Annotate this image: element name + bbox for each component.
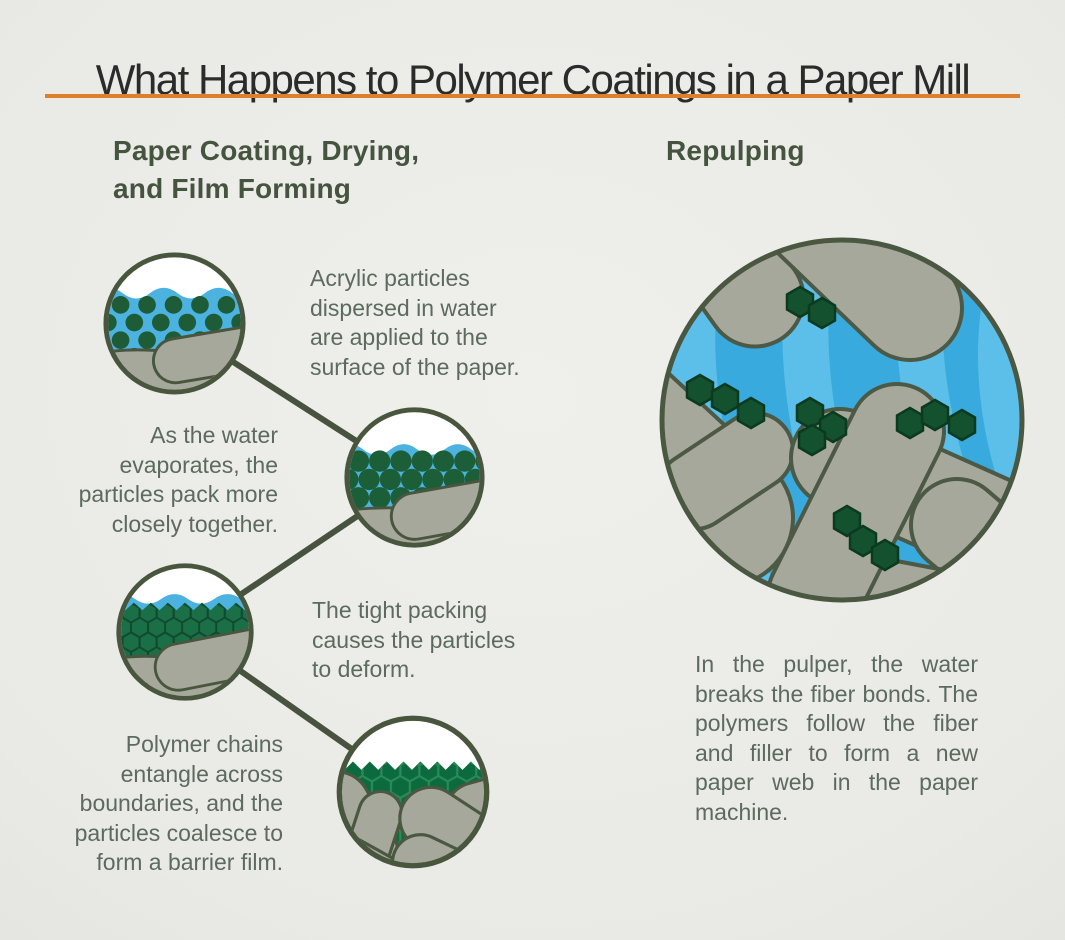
section-heading-coating-drying: Paper Coating, Drying, and Film Forming <box>113 135 420 204</box>
repulping-caption: In the pulper, the water breaks the fibe… <box>695 651 978 825</box>
repulping-pulper-diagram <box>659 237 1025 603</box>
stage-4-barrier-film-diagram <box>336 715 490 869</box>
stage-3-caption: The tight packing causes the particles t… <box>312 597 516 682</box>
stage-1-caption: Acrylic particles dispersed in water are… <box>310 265 520 380</box>
orange-divider-rule <box>45 94 1020 98</box>
stage-2-caption: As the water evaporates, the particles p… <box>78 422 278 537</box>
stage-4-caption: Polymer chains entangle across boundarie… <box>74 731 283 875</box>
stage-3-deformation-diagram <box>116 563 254 701</box>
section-heading-repulping: Repulping <box>666 135 805 166</box>
stage-1-dispersion-diagram <box>103 252 246 395</box>
stage-2-packing-diagram <box>344 407 485 548</box>
